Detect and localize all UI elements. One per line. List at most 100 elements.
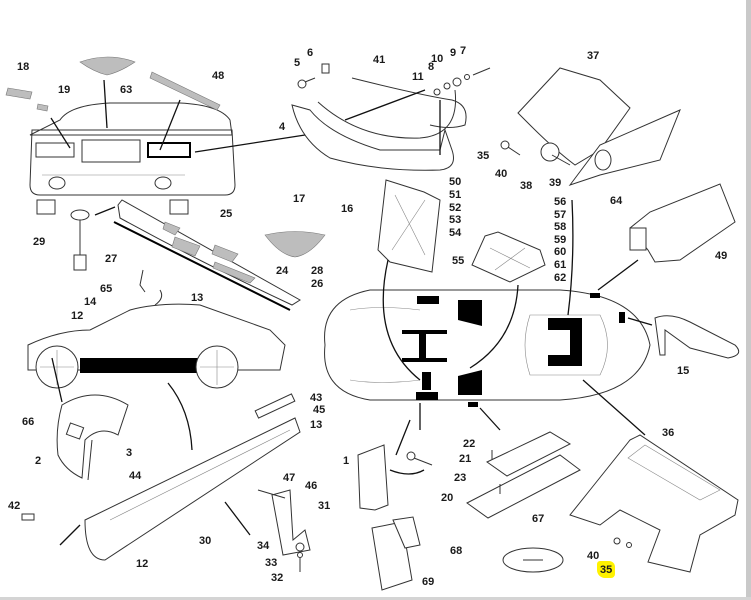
callout-50[interactable]: 50	[449, 176, 462, 188]
panel-bottom-edge	[0, 597, 751, 600]
callout-14[interactable]: 14	[84, 296, 97, 308]
callout-7[interactable]: 7	[460, 45, 467, 57]
clip-42	[21, 513, 35, 521]
callout-11[interactable]: 11	[412, 71, 424, 83]
callout-27[interactable]: 27	[105, 253, 118, 265]
cowl-panel	[94, 199, 301, 311]
sill-panel	[59, 393, 301, 561]
rear-wing-badge	[79, 56, 136, 76]
callout-69[interactable]: 69	[422, 576, 435, 588]
callout-62[interactable]: 62	[554, 272, 567, 284]
callout-10[interactable]: 10	[431, 53, 444, 65]
callout-24[interactable]: 24	[276, 265, 289, 277]
callout-65[interactable]: 65	[100, 283, 113, 295]
callout-16[interactable]: 16	[341, 203, 354, 215]
callout-3[interactable]: 3	[126, 447, 133, 459]
badge-48-art	[149, 71, 221, 111]
callout-49[interactable]: 49	[715, 250, 728, 262]
callout-23[interactable]: 23	[454, 472, 467, 484]
part-64-49	[629, 183, 736, 263]
callout-9[interactable]: 9	[450, 47, 457, 59]
callout-48[interactable]: 48	[212, 70, 225, 82]
callout-52[interactable]: 52	[449, 202, 462, 214]
panel-right-edge	[746, 0, 751, 600]
callout-36[interactable]: 36	[662, 427, 675, 439]
callout-40-bottom[interactable]: 40	[587, 550, 600, 562]
bonnet-badge	[264, 231, 326, 258]
callout-56[interactable]: 56	[554, 196, 567, 208]
floor-panel-50	[377, 179, 441, 273]
callout-41[interactable]: 41	[373, 54, 386, 66]
callout-18[interactable]: 18	[17, 61, 30, 73]
callout-59[interactable]: 59	[554, 234, 567, 246]
callout-60[interactable]: 60	[554, 246, 567, 258]
callout-32[interactable]: 32	[271, 572, 284, 584]
callout-67[interactable]: 67	[532, 513, 545, 525]
callout-35-top[interactable]: 35	[477, 150, 490, 162]
callout-58[interactable]: 58	[554, 221, 567, 233]
callout-33[interactable]: 33	[265, 557, 278, 569]
fasteners-top	[297, 63, 491, 96]
callout-12-sill[interactable]: 12	[136, 558, 149, 570]
callout-1[interactable]: 1	[343, 455, 350, 467]
callout-34[interactable]: 34	[257, 540, 270, 552]
callout-53[interactable]: 53	[449, 214, 462, 226]
bumper-trim	[291, 77, 467, 171]
callout-40-top[interactable]: 40	[495, 168, 508, 180]
car-rear-view	[29, 102, 236, 215]
callout-22[interactable]: 22	[463, 438, 476, 450]
callout-2[interactable]: 2	[35, 455, 42, 467]
callout-30[interactable]: 30	[199, 535, 212, 547]
callout-39[interactable]: 39	[549, 177, 562, 189]
callout-6[interactable]: 6	[307, 47, 314, 59]
callout-42[interactable]: 42	[8, 500, 21, 512]
callout-37[interactable]: 37	[587, 50, 600, 62]
callout-28[interactable]: 28	[311, 265, 324, 277]
hoses	[139, 269, 163, 306]
callout-63[interactable]: 63	[120, 84, 133, 96]
callout-66[interactable]: 66	[22, 416, 35, 428]
callout-13-cowl[interactable]: 13	[191, 292, 204, 304]
sill-bracket	[257, 489, 311, 572]
callout-20[interactable]: 20	[441, 492, 454, 504]
callout-8[interactable]: 8	[428, 61, 435, 73]
callout-12-side[interactable]: 12	[71, 310, 84, 322]
callout-21[interactable]: 21	[459, 453, 472, 465]
callout-29[interactable]: 29	[33, 236, 46, 248]
badge-18-art	[5, 87, 33, 100]
callout-25[interactable]: 25	[220, 208, 233, 220]
tread-plates	[466, 431, 581, 519]
rear-bracket	[500, 67, 681, 186]
callout-51[interactable]: 51	[449, 189, 462, 201]
callout-57[interactable]: 57	[554, 209, 567, 221]
car-top-view	[324, 199, 653, 436]
car-side-view	[27, 303, 286, 451]
callout-4[interactable]: 4	[279, 121, 286, 133]
callout-13-sill[interactable]: 13	[310, 419, 323, 431]
callout-46[interactable]: 46	[305, 480, 318, 492]
callout-44[interactable]: 44	[129, 470, 142, 482]
callout-47[interactable]: 47	[283, 472, 296, 484]
callout-35-highlighted[interactable]: 35	[597, 561, 616, 578]
pedal	[371, 516, 421, 591]
mudflap	[357, 419, 433, 511]
floor-panel-56	[471, 231, 546, 283]
callout-31[interactable]: 31	[318, 500, 331, 512]
callout-61[interactable]: 61	[554, 259, 567, 271]
callout-5[interactable]: 5	[294, 57, 301, 69]
callout-19[interactable]: 19	[58, 84, 71, 96]
part-15	[654, 315, 740, 359]
callout-55[interactable]: 55	[452, 255, 465, 267]
callout-26[interactable]: 26	[311, 278, 324, 290]
callout-43[interactable]: 43	[310, 392, 323, 404]
callout-68[interactable]: 68	[450, 545, 463, 557]
callout-38[interactable]: 38	[520, 180, 533, 192]
callout-17[interactable]: 17	[293, 193, 306, 205]
callout-45[interactable]: 45	[313, 404, 326, 416]
callout-15[interactable]: 15	[677, 365, 690, 377]
rear-frame	[569, 434, 739, 573]
callout-64[interactable]: 64	[610, 195, 623, 207]
callout-54[interactable]: 54	[449, 227, 462, 239]
